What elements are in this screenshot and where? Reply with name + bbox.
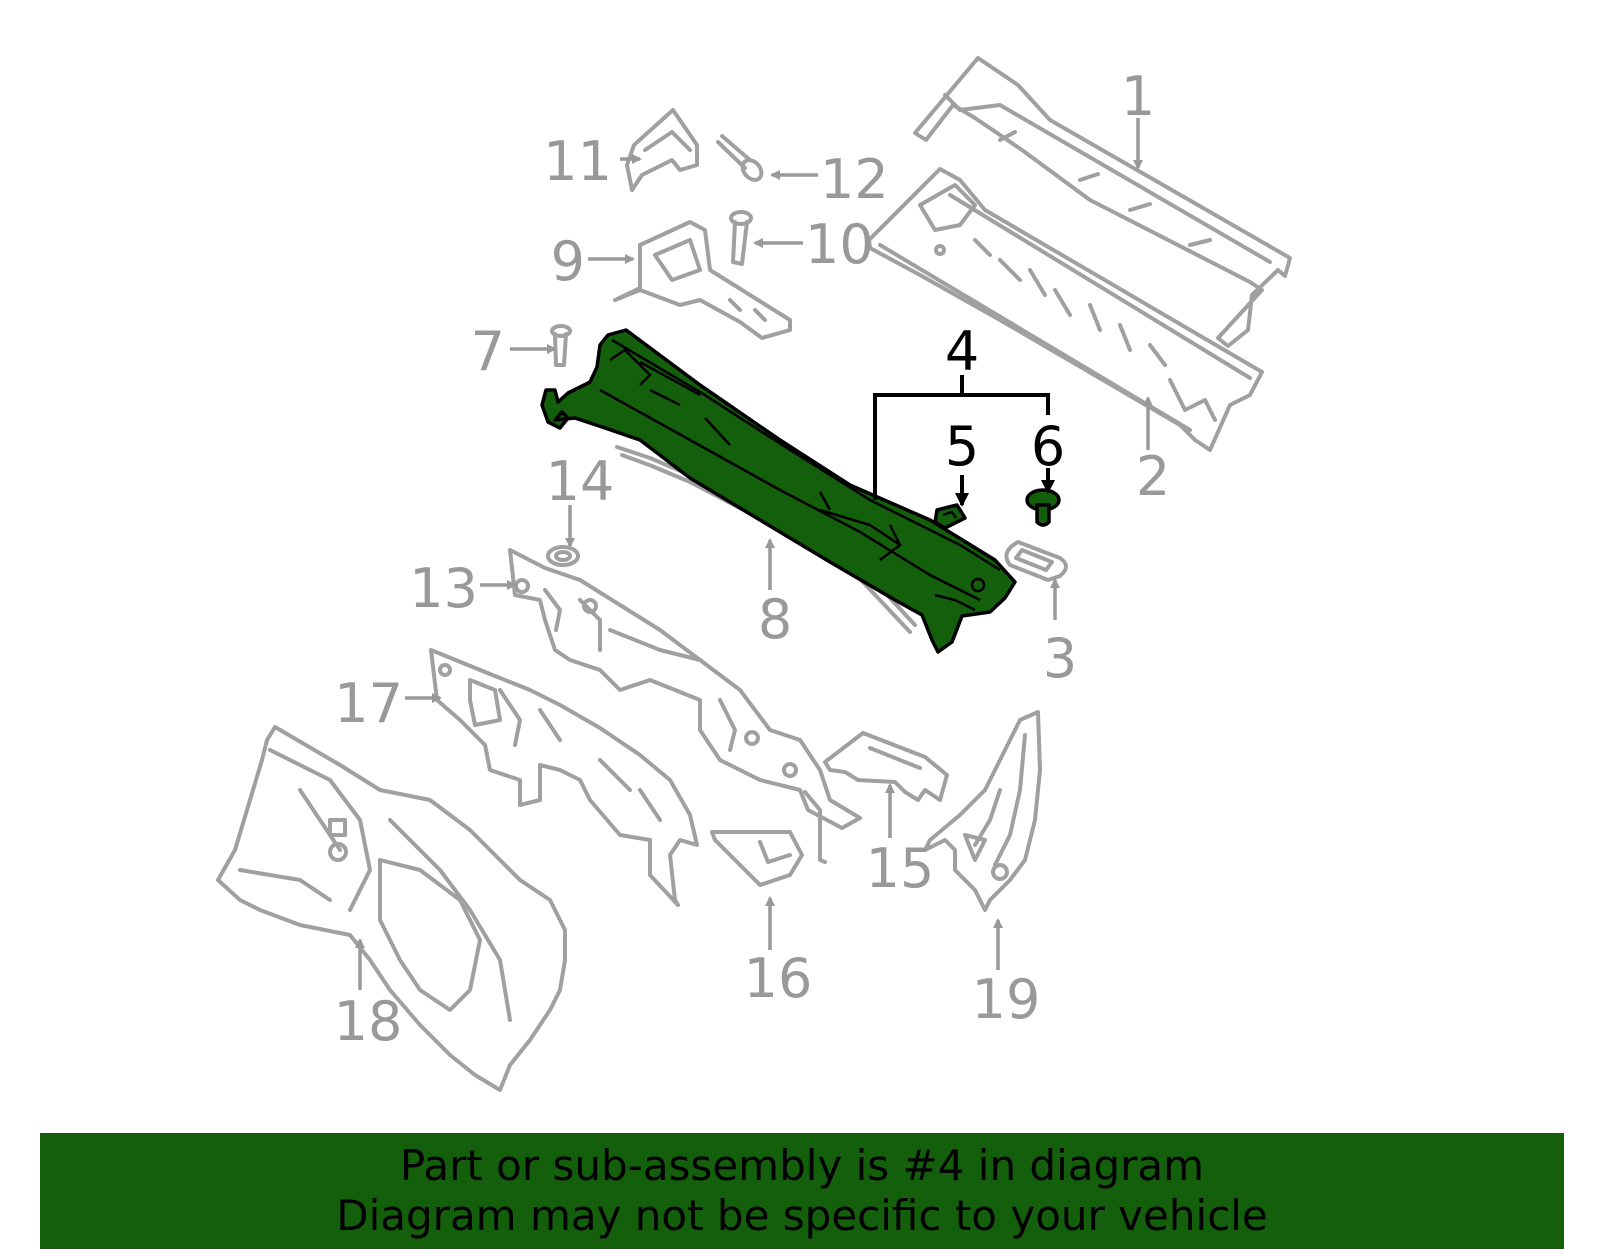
callout-6: 6 <box>1031 415 1065 478</box>
part-14-washer <box>546 545 580 567</box>
info-banner: Part or sub-assembly is #4 in diagram Di… <box>40 1133 1564 1249</box>
callout-7: 7 <box>471 320 505 383</box>
part-16-bracket <box>710 830 804 887</box>
part-18-dash-panel <box>216 725 567 1092</box>
part-6-push-pin <box>1025 488 1061 527</box>
callout-10: 10 <box>805 213 874 276</box>
part-11-bracket <box>625 108 699 192</box>
part-4-cowl-top-panel <box>540 328 1017 654</box>
callout-2: 2 <box>1136 445 1170 508</box>
callout-16: 16 <box>744 947 813 1010</box>
callout-9: 9 <box>551 230 585 293</box>
banner-line-1: Part or sub-assembly is #4 in diagram <box>399 1141 1205 1190</box>
callout-1: 1 <box>1121 65 1155 128</box>
callout-11: 11 <box>543 130 612 193</box>
callout-8: 8 <box>758 588 792 651</box>
part-5-clip <box>933 503 967 530</box>
part-17-cross-member <box>429 648 699 907</box>
part-10-bolt <box>729 210 753 266</box>
banner-line-2: Diagram may not be specific to your vehi… <box>336 1191 1268 1240</box>
part-2-cowl-lower-panel <box>867 167 1264 452</box>
callout-17: 17 <box>334 672 403 735</box>
part-7-pin <box>550 324 572 367</box>
callout-13: 13 <box>409 557 478 620</box>
callout-3: 3 <box>1043 627 1077 690</box>
part-3-grommet <box>1004 540 1068 582</box>
callout-18: 18 <box>334 990 403 1053</box>
leader-lines-highlight <box>873 375 1055 507</box>
part-9-bracket <box>613 220 792 340</box>
part-13-reinforcement <box>508 548 862 864</box>
callout-5: 5 <box>945 415 979 478</box>
callout-12: 12 <box>820 148 889 211</box>
callout-14: 14 <box>546 450 615 513</box>
part-1-dash-upper-panel <box>913 56 1292 348</box>
leader-lines <box>355 118 1153 990</box>
part-12-screw <box>716 134 764 182</box>
part-19-side-bracket <box>923 710 1042 912</box>
callout-19: 19 <box>972 968 1041 1031</box>
callout-labels: 1 2 3 4 5 6 7 8 9 10 11 12 13 14 15 16 1… <box>334 65 1171 1053</box>
callout-4: 4 <box>945 320 979 383</box>
part-15-bracket <box>823 731 949 802</box>
callout-15: 15 <box>866 837 935 900</box>
